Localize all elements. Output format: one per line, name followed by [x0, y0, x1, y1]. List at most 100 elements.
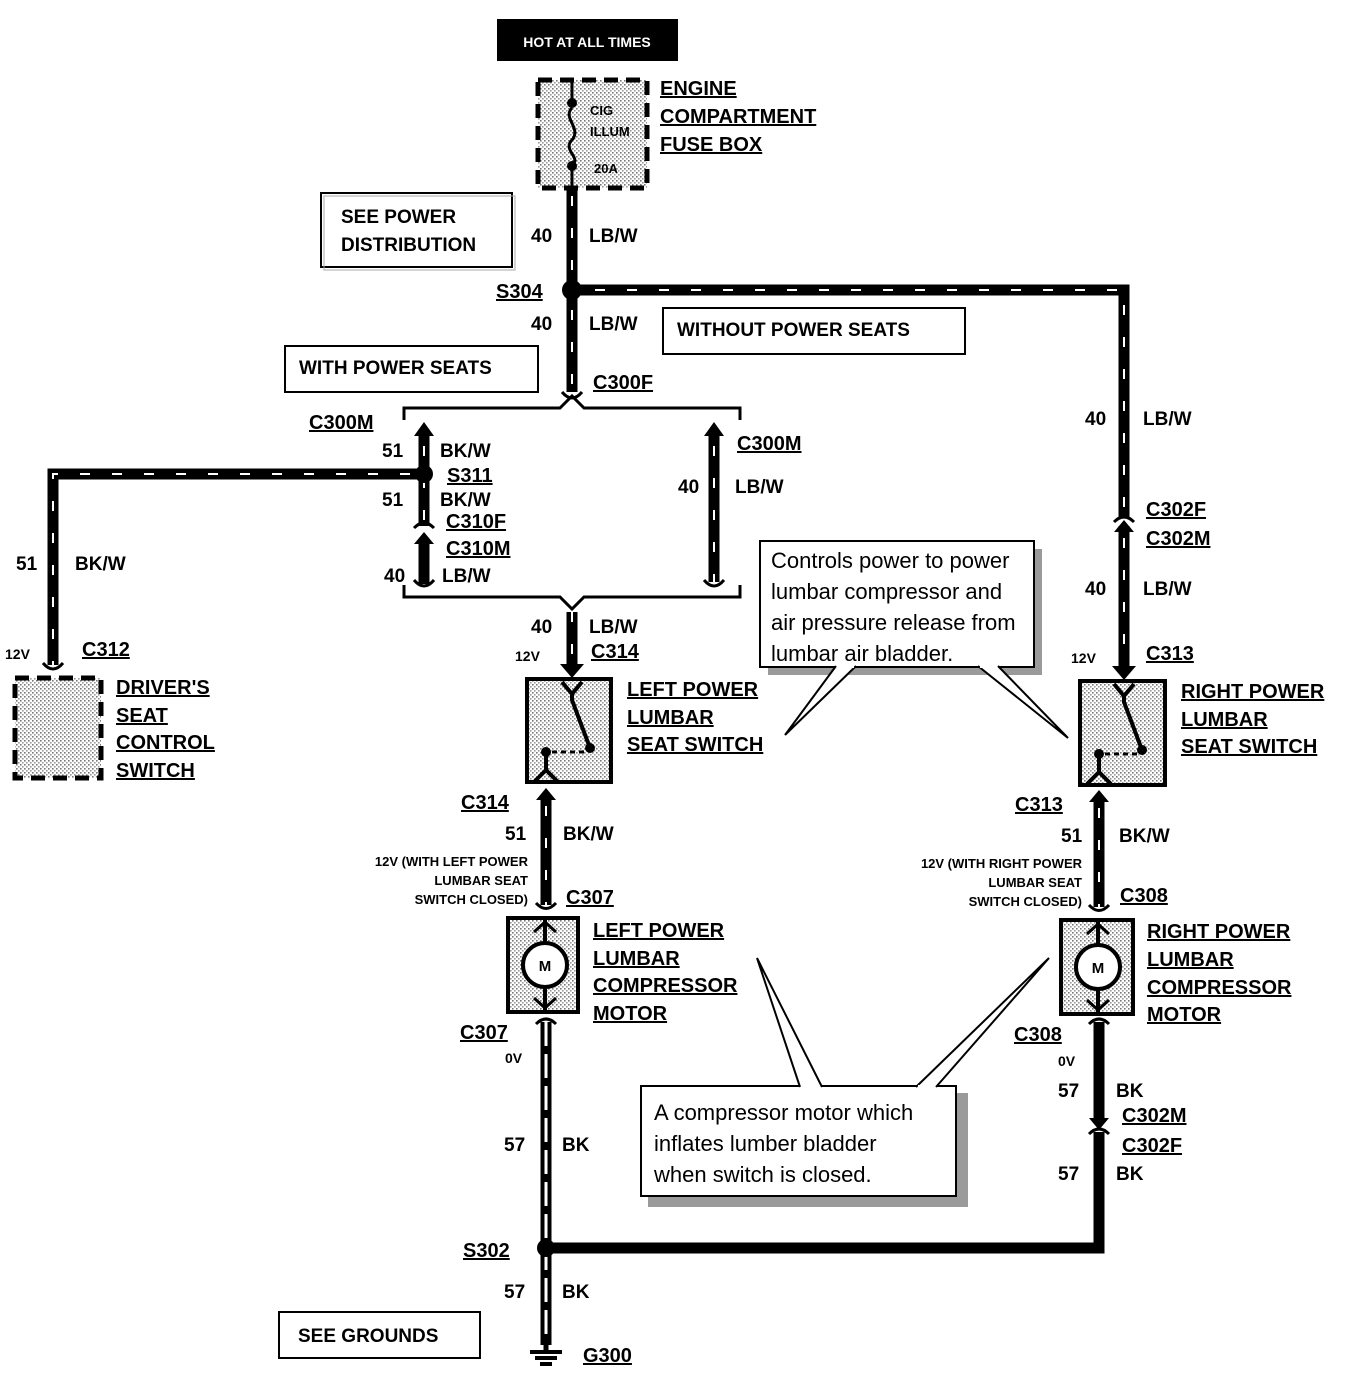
left-lumbar-compressor-motor: M LEFT POWER LUMBAR COMPRESSOR MOTOR — [506, 916, 738, 1025]
left-condition-2: LUMBAR SEAT — [434, 873, 528, 888]
see-power-distribution-box[interactable]: SEE POWER DISTRIBUTION — [320, 192, 516, 271]
voltage-c308: 0V — [1058, 1053, 1076, 1069]
left-motor-symbol: M — [539, 958, 552, 975]
right-motor-label-3: COMPRESSOR — [1147, 977, 1292, 999]
wire-bkw-e: BK/W — [1119, 826, 1170, 847]
label-s304: S304 — [496, 281, 544, 303]
left-motor-label-2: LUMBAR — [593, 948, 680, 970]
wire-57-b: 57 — [504, 1282, 525, 1303]
wire-40-a: 40 — [531, 226, 552, 247]
power-dist-line-2: DISTRIBUTION — [341, 235, 476, 256]
fuse-label-1: CIG — [590, 103, 613, 118]
label-c308-bottom: C308 — [1014, 1024, 1062, 1046]
fuse-box-title-3: FUSE BOX — [660, 134, 763, 156]
ground-g300-icon — [530, 1340, 562, 1366]
wire-40-c: 40 — [384, 566, 405, 587]
left-condition-3: SWITCH CLOSED) — [415, 892, 528, 907]
wire-lbw-c: LB/W — [442, 566, 491, 587]
label-c307-top: C307 — [566, 887, 614, 909]
splice-s311 — [415, 465, 433, 483]
motor-note-line-3: when switch is closed. — [653, 1162, 872, 1187]
label-c302m-bottom: C302M — [1122, 1105, 1186, 1127]
switch-callout: Controls power to power lumbar compresso… — [759, 540, 1069, 739]
label-c300m-left: C300M — [309, 412, 373, 434]
driver-seat-label-2: SEAT — [116, 705, 168, 727]
label-c300f: C300F — [593, 372, 653, 394]
label-c310m: C310M — [446, 538, 510, 560]
wire-bkw-c: BK/W — [75, 554, 126, 575]
label-c300m-right: C300M — [737, 433, 801, 455]
right-condition-2: LUMBAR SEAT — [988, 875, 1082, 890]
switch-note-line-1: Controls power to power — [771, 548, 1009, 573]
wire-40-b: 40 — [531, 314, 552, 335]
wire-bkw-a: BK/W — [440, 441, 491, 462]
splice-s304 — [562, 280, 582, 300]
see-grounds-label: SEE GROUNDS — [298, 1326, 438, 1347]
left-lumbar-seat-switch: LEFT POWER LUMBAR SEAT SWITCH — [525, 677, 763, 784]
label-c314-bottom: C314 — [461, 792, 510, 814]
engine-fuse-box: CIG ILLUM 20A ENGINE COMPARTMENT FUSE BO… — [535, 77, 816, 191]
see-grounds-box[interactable]: SEE GROUNDS — [278, 1311, 481, 1359]
right-motor-label-4: MOTOR — [1147, 1004, 1222, 1026]
wire-51-b: 51 — [382, 490, 404, 511]
wire-lbw-a: LB/W — [589, 226, 638, 247]
driver-seat-label-3: CONTROL — [116, 732, 215, 754]
label-c313-top: C313 — [1146, 643, 1194, 665]
voltage-c312: 12V — [5, 646, 31, 662]
driver-seat-label-1: DRIVER'S — [116, 677, 210, 699]
wire-bk-a: BK — [562, 1135, 590, 1156]
without-power-seats-label: WITHOUT POWER SEATS — [677, 320, 910, 341]
right-motor-symbol: M — [1092, 960, 1105, 977]
drivers-seat-control-switch: DRIVER'S SEAT CONTROL SWITCH — [12, 675, 215, 782]
wire-bk-b: BK — [562, 1282, 590, 1303]
driver-seat-label-4: SWITCH — [116, 760, 195, 782]
right-switch-label-2: LUMBAR — [1181, 709, 1268, 731]
wire-lbw-b: LB/W — [589, 314, 638, 335]
label-c307-bottom: C307 — [460, 1022, 508, 1044]
wire-40-d: 40 — [678, 477, 699, 498]
label-s311: S311 — [447, 465, 493, 487]
voltage-c314: 12V — [515, 648, 541, 664]
wire-lbw-g: LB/W — [1143, 579, 1192, 600]
wire-57-d: 57 — [1058, 1164, 1079, 1185]
motor-callout: A compressor motor which inflates lumber… — [640, 957, 1050, 1207]
voltage-labels: 12V 12V 12V 0V 0V 12V (WITH LEFT POWER L… — [5, 646, 1097, 1069]
with-power-seats-box: WITH POWER SEATS — [284, 345, 539, 393]
wire-lbw-f: LB/W — [1143, 409, 1192, 430]
motor-note-line-1: A compressor motor which — [654, 1100, 913, 1125]
right-lumbar-seat-switch: RIGHT POWER LUMBAR SEAT SWITCH — [1078, 679, 1325, 787]
left-switch-label-2: LUMBAR — [627, 707, 714, 729]
wire-51-c: 51 — [16, 554, 38, 575]
wiring — [47, 190, 1130, 1345]
without-power-seats-box: WITHOUT POWER SEATS — [662, 307, 966, 355]
wire-40-f: 40 — [1085, 409, 1106, 430]
wire-lbw-e: LB/W — [589, 617, 638, 638]
wire-57-c: 57 — [1058, 1081, 1079, 1102]
fuse-box-title-1: ENGINE — [660, 78, 737, 100]
motor-note-line-2: inflates lumber bladder — [654, 1131, 877, 1156]
switch-note-line-3: air pressure release from — [771, 610, 1016, 635]
right-condition-3: SWITCH CLOSED) — [969, 894, 1082, 909]
switch-note-line-4: lumbar air bladder. — [771, 641, 953, 666]
label-c310f: C310F — [446, 511, 506, 533]
voltage-c307: 0V — [505, 1050, 523, 1066]
wire-40-g: 40 — [1085, 579, 1106, 600]
wire-57-a: 57 — [504, 1135, 525, 1156]
connector-labels: S304 C300F C300M C300M S311 C310F C310M … — [82, 281, 1210, 1367]
voltage-c313: 12V — [1071, 650, 1097, 666]
left-motor-label-3: COMPRESSOR — [593, 975, 738, 997]
fuse-icon — [567, 106, 577, 167]
power-dist-line-1: SEE POWER — [341, 207, 456, 228]
wire-40-e: 40 — [531, 617, 552, 638]
label-c302f-top: C302F — [1146, 499, 1206, 521]
wire-bkw-b: BK/W — [440, 490, 491, 511]
right-motor-label-2: LUMBAR — [1147, 949, 1234, 971]
left-switch-label-1: LEFT POWER — [627, 679, 759, 701]
left-switch-label-3: SEAT SWITCH — [627, 734, 763, 756]
switch-note-line-2: lumbar compressor and — [771, 579, 1002, 604]
fuse-box-title-2: COMPARTMENT — [660, 106, 816, 128]
wire-labels: 40 LB/W 40 LB/W 51 BK/W 51 BK/W 40 LB/W … — [16, 226, 1192, 1303]
wire-bk-c: BK — [1116, 1081, 1144, 1102]
wire-bkw-d: BK/W — [563, 824, 614, 845]
